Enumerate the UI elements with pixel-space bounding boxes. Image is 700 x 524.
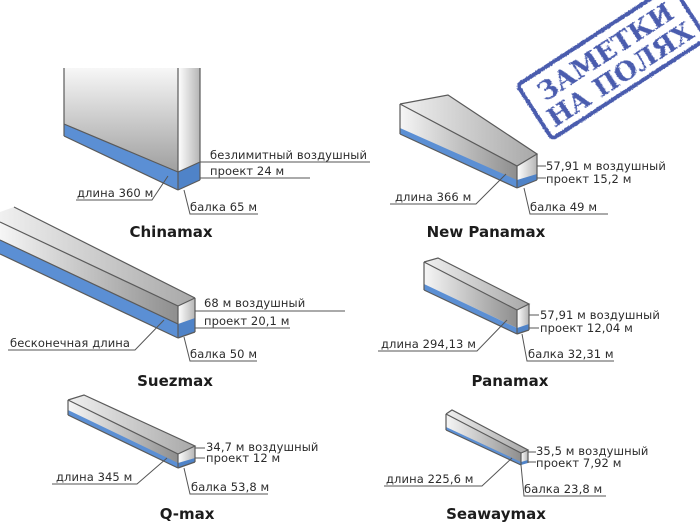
ship-title: New Panamax [427, 223, 546, 241]
beam-label: балка 65 м [190, 200, 257, 214]
beam-leader [521, 333, 614, 362]
length-leader [8, 319, 165, 351]
beam-leader [523, 187, 608, 215]
draft-label: проект 7,92 м [536, 456, 621, 470]
ship-title: Panamax [472, 372, 549, 390]
air-draft-label: 68 м воздушный [204, 296, 305, 310]
hull-side [400, 104, 517, 182]
beam-label: балка 53,8 м [191, 480, 269, 494]
hull-side [0, 222, 178, 328]
hull-side [446, 414, 521, 463]
hull-side [424, 262, 517, 328]
hull-end [517, 304, 529, 328]
keel-end [178, 162, 200, 190]
length-leader [76, 175, 169, 201]
beam-label: балка 49 м [530, 200, 597, 214]
length-label: длина 366 м [395, 190, 471, 204]
length-leader [52, 457, 168, 485]
keel-stripe [64, 124, 178, 190]
air-draft-label: 57,91 м воздушный [540, 308, 660, 322]
keel-end [517, 174, 537, 188]
draft-label: проект 12,04 м [540, 321, 633, 335]
ship-chinamax: длина 360 м безлимитный воздушный проект… [63, 68, 370, 241]
beam-leader [183, 467, 268, 495]
air-draft-label: безлимитный воздушный [210, 148, 367, 162]
beam-label: балка 50 м [190, 347, 257, 361]
draft-label: проект 20,1 м [204, 314, 289, 328]
stamp-logo: ЗАМЕТКИ НА ПОЛЯХ [516, 0, 700, 140]
keel-stripe [68, 410, 178, 468]
draft-label: проект 24 м [210, 164, 284, 178]
hull-top [446, 410, 528, 453]
hull-side [64, 68, 178, 178]
length-leader [384, 457, 513, 487]
beam-label: балка 23,8 м [524, 482, 602, 496]
hull-end [517, 154, 537, 182]
ship-title: Q-max [160, 505, 215, 523]
length-leader [390, 173, 507, 205]
hull-top [424, 258, 529, 310]
draft-label: проект 12 м [206, 451, 280, 465]
air-draft-label: 35,5 м воздушный [536, 444, 648, 458]
beam-leader [183, 336, 257, 362]
length-label: длина 225,6 м [386, 472, 474, 486]
beam-leader [520, 464, 606, 497]
hull-end [521, 450, 528, 463]
stamp-border [516, 0, 700, 140]
ship-new-panamax: длина 366 м 57,91 м воздушный проект 15,… [390, 94, 666, 241]
ship-title: Suezmax [137, 372, 213, 390]
air-draft-label: 34,7 м воздушный [206, 440, 318, 454]
keel-end [517, 324, 529, 334]
keel-stripe [446, 427, 521, 465]
hull-top [400, 95, 537, 166]
air-draft-label: 57,91 м воздушный [546, 159, 666, 173]
ship-title: Chinamax [130, 223, 213, 241]
ship-q-max: длина 345 м 34,7 м воздушный проект 12 м… [52, 394, 318, 523]
beam-leader [183, 189, 258, 215]
keel-stripe [400, 128, 517, 188]
ship-suezmax: бесконечная длина 68 м воздушный проект … [0, 206, 345, 390]
length-label: длина 345 м [56, 470, 132, 484]
length-leader [378, 319, 508, 352]
ship-title: Seawaymax [446, 505, 546, 523]
beam-label: балка 32,31 м [528, 347, 614, 361]
keel-end [521, 460, 528, 465]
keel-end [178, 458, 195, 468]
hull-end [178, 68, 200, 178]
hull-side [68, 400, 178, 465]
draft-label: проект 15,2 м [546, 172, 631, 186]
ship-panamax: длина 294,13 м 57,91 м воздушный проект … [378, 257, 660, 390]
keel-stripe [424, 284, 517, 334]
length-label: длина 360 м [77, 186, 153, 200]
length-label: длина 294,13 м [381, 337, 476, 351]
hull-top [68, 395, 195, 454]
length-label: бесконечная длина [10, 336, 130, 350]
ship-seawaymax: длина 225,6 м 35,5 м воздушный проект 7,… [384, 409, 648, 523]
hull-top [0, 207, 195, 306]
keel-stripe [0, 240, 178, 338]
